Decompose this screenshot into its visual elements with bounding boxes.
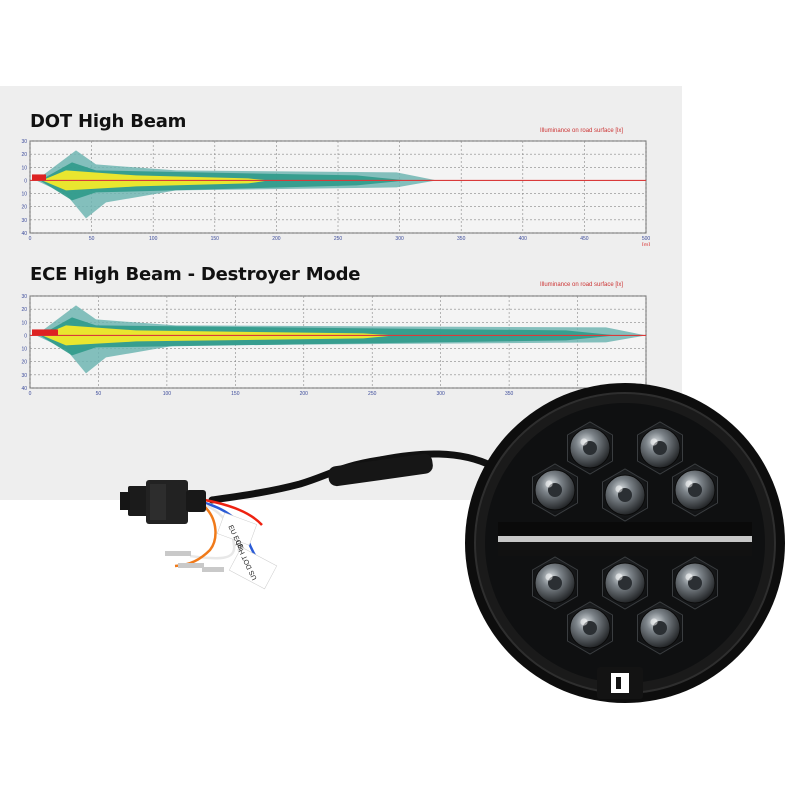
led-lens xyxy=(602,468,648,522)
y-tick-label: 20 xyxy=(21,152,27,158)
x-tick-label: 150 xyxy=(231,391,240,397)
y-tick-label: 20 xyxy=(21,360,27,366)
y-tick-label: 30 xyxy=(21,294,27,300)
y-tick-label: 20 xyxy=(21,205,27,211)
x-tick-label: 50 xyxy=(89,236,95,242)
x-tick-label: 250 xyxy=(334,236,343,242)
y-tick-label: 10 xyxy=(21,165,27,171)
x-tick-label: 450 xyxy=(580,236,589,242)
brand-logo-icon xyxy=(597,667,643,699)
led-lens xyxy=(637,601,683,655)
led-lens xyxy=(602,556,648,610)
led-headlight xyxy=(465,383,785,703)
x-tick-label: 350 xyxy=(457,236,466,242)
x-tick-label: 500 xyxy=(642,236,651,242)
led-lens xyxy=(532,463,578,517)
dot-plot-note: Illuminance on road surface [lx] xyxy=(540,128,624,134)
ece-beam-chart: 0501001502002503003504004503020100102030… xyxy=(21,294,650,397)
x-tick-label: 100 xyxy=(149,236,158,242)
x-tick-label: 150 xyxy=(211,236,220,242)
y-tick-label: 10 xyxy=(21,192,27,198)
led-lens xyxy=(567,421,613,475)
x-tick-label: 0 xyxy=(29,236,32,242)
ece-plot-note: Illuminance on road surface [lx] xyxy=(540,282,624,288)
y-tick-label: 0 xyxy=(24,333,27,339)
x-tick-label: 350 xyxy=(505,391,514,397)
y-tick-label: 40 xyxy=(21,231,27,237)
dot-plot-title: DOT High Beam xyxy=(30,111,187,132)
ece-plot-title: ECE High Beam - Destroyer Mode xyxy=(30,264,361,285)
y-tick-label: 10 xyxy=(21,320,27,326)
y-tick-label: 10 xyxy=(21,347,27,353)
x-tick-label: 400 xyxy=(519,236,528,242)
led-lens xyxy=(672,556,718,610)
x-tick-label: 250 xyxy=(368,391,377,397)
y-tick-label: 30 xyxy=(21,373,27,379)
y-tick-label: 30 xyxy=(21,139,27,145)
y-tick-label: 0 xyxy=(24,178,27,184)
led-lens xyxy=(637,421,683,475)
terminal-pin xyxy=(178,563,204,568)
terminal-pin xyxy=(202,567,224,572)
led-lens xyxy=(672,463,718,517)
x-tick-label: 100 xyxy=(163,391,172,397)
wiring-harness xyxy=(165,450,496,573)
x-unit-label: [m] xyxy=(642,243,651,246)
terminal-pin xyxy=(165,551,191,556)
y-tick-label: 40 xyxy=(21,386,27,392)
x-tick-label: 0 xyxy=(29,391,32,397)
source-marker xyxy=(32,329,58,336)
x-tick-label: 200 xyxy=(300,391,309,397)
plug-connector-icon xyxy=(120,480,206,524)
x-tick-label: 50 xyxy=(96,391,102,397)
led-lens xyxy=(567,601,613,655)
source-marker xyxy=(32,174,46,181)
y-tick-label: 30 xyxy=(21,218,27,224)
wire-tag-us-dot-high: US DOT High xyxy=(228,539,278,590)
led-lens xyxy=(532,556,578,610)
x-tick-label: 300 xyxy=(395,236,404,242)
y-tick-label: 20 xyxy=(21,307,27,313)
x-tick-label: 200 xyxy=(272,236,281,242)
x-tick-label: 300 xyxy=(436,391,445,397)
